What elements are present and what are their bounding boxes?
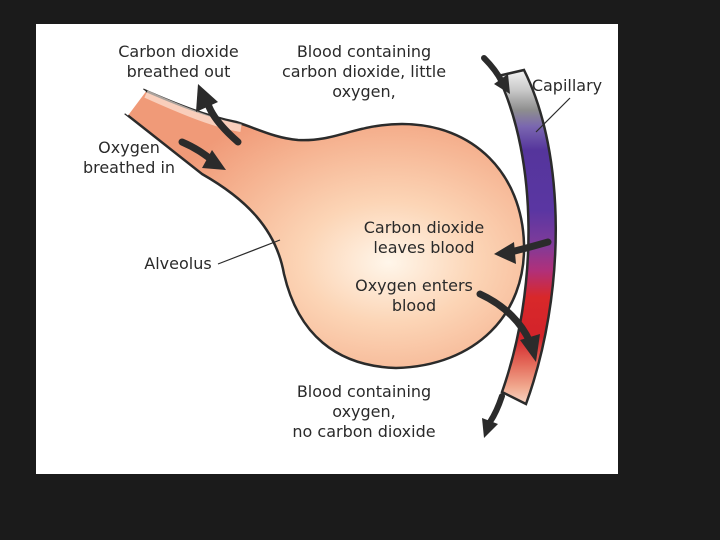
blood-in-label: Blood containing carbon dioxide, little … (281, 42, 447, 101)
co2-breathed-out-label: Carbon dioxide breathed out (118, 42, 239, 81)
capillary-leader-line (535, 97, 571, 133)
o2-enters-arrow (476, 290, 540, 362)
blood-out-label: Blood containing oxygen, no carbon dioxi… (292, 382, 436, 441)
oxygen-enters-blood-label: Oxygen enters blood (355, 276, 473, 315)
blood-in-arrow (481, 55, 510, 94)
o2-in-arrow (178, 138, 226, 170)
capillary-vessel (496, 68, 557, 406)
co2-out-arrow (196, 84, 242, 146)
blood-out-arrow (482, 393, 505, 438)
alveolus-leader-line (217, 239, 281, 265)
capillary-label: Capillary (531, 76, 603, 95)
alveolus-sac (124, 88, 526, 370)
alveolus-diagram (124, 55, 571, 438)
co2-leaves-arrow (494, 238, 552, 264)
co2-leaves-blood-label: Carbon dioxide leaves blood (363, 218, 485, 257)
diagram-panel: Carbon dioxide breathed out Blood contai… (36, 24, 618, 474)
oxygen-breathed-in-label: Oxygen breathed in (82, 138, 176, 177)
alveolus-label: Alveolus (144, 254, 212, 273)
